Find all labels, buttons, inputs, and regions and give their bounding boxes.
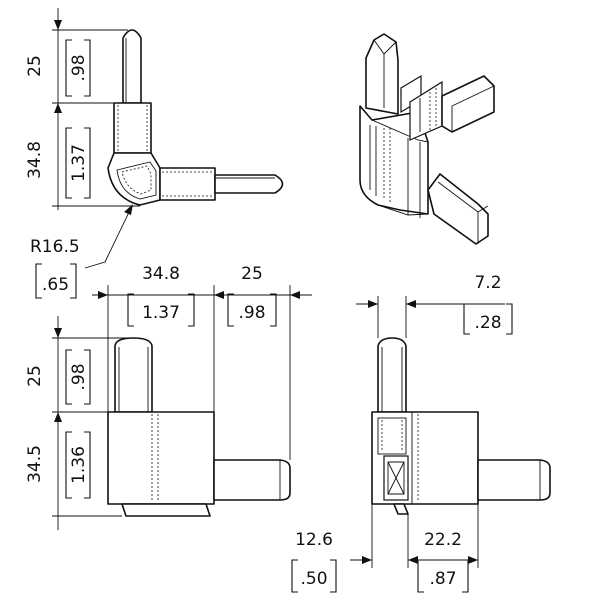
dim-radius-mm: R16.5: [30, 237, 80, 257]
dim-side-offset-mm: 12.6: [295, 530, 333, 550]
horizontal-pin: [214, 174, 284, 194]
dim-top-pin-mm: 25: [25, 55, 45, 77]
iso-front-arm: [427, 173, 489, 245]
iso-rear-arm: [441, 75, 495, 133]
dim-front-top-pin-in: .98: [69, 363, 89, 390]
dim-top-pin-in: .98: [69, 54, 89, 81]
dim-height-in: 1.37: [69, 144, 89, 182]
side-view: 7.2 .28 12.6 .50 22.2 .87: [291, 273, 551, 593]
dim-side-pin-in: .28: [474, 313, 501, 333]
front-right-pin: [213, 459, 291, 501]
horizontal-body: [159, 167, 216, 201]
dim-front-width-in: 1.37: [142, 303, 180, 323]
dim-radius-in: .65: [42, 275, 69, 295]
dim-side-depth-mm: 22.2: [424, 530, 462, 550]
front-body: [107, 411, 215, 505]
front-view: 34.8 1.37 25 .98 25 .98 34.5 1.36: [25, 264, 312, 530]
dim-front-height-in: 1.36: [69, 446, 89, 484]
dim-side-depth-in: .87: [429, 569, 456, 589]
top-left-view: 25 .98 34.8 1.37 R16.5 .65: [25, 8, 284, 299]
dim-side-offset-in: .50: [300, 569, 327, 589]
isometric-view: [359, 33, 495, 245]
front-foot: [121, 503, 211, 517]
vertical-pin: [122, 29, 142, 104]
dim-height-mm: 34.8: [25, 141, 45, 179]
dim-front-top-pin-mm: 25: [25, 365, 45, 387]
dim-front-pin-in: .98: [238, 303, 265, 323]
dim-front-width-mm: 34.8: [142, 264, 180, 284]
elbow: [107, 152, 161, 206]
side-right-pin: [477, 459, 551, 501]
upper-body: [113, 102, 152, 154]
iso-top-pin: [365, 33, 399, 115]
dim-front-pin-mm: 25: [241, 264, 263, 284]
side-top-pin: [377, 337, 407, 413]
front-top-pin: [114, 337, 153, 413]
dim-side-pin-mm: 7.2: [474, 273, 501, 293]
dim-front-height-mm: 34.5: [25, 445, 45, 483]
